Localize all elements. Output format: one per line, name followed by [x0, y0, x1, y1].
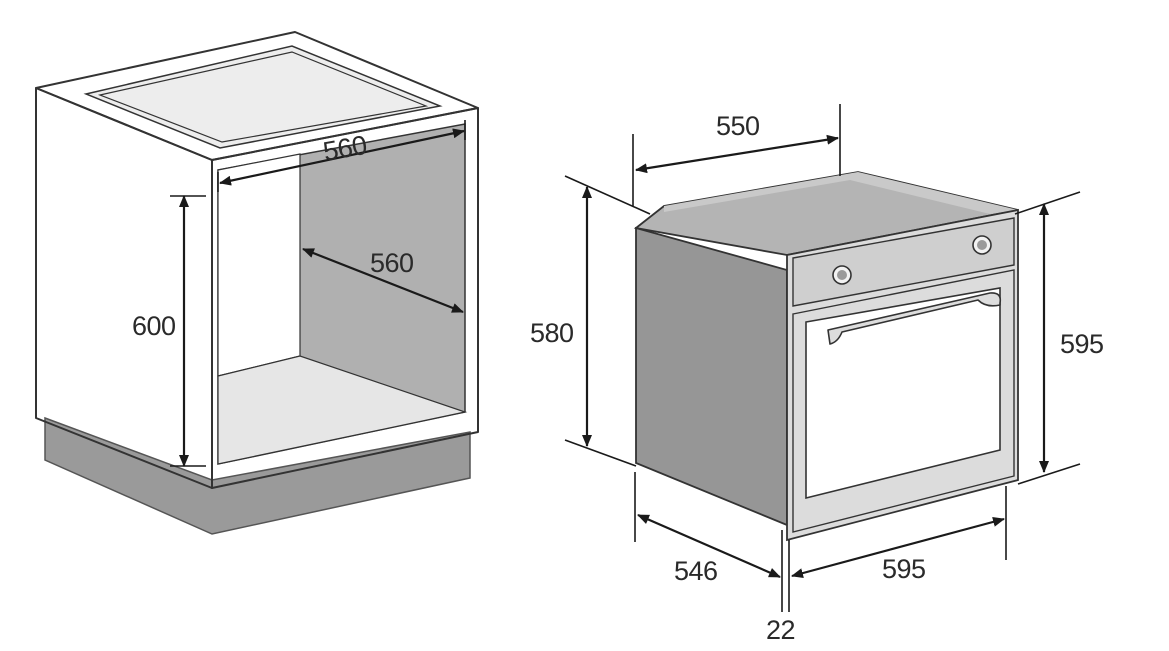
cabinet-depth-label: 560	[370, 248, 414, 278]
cabinet-width-label: 560	[321, 130, 369, 167]
oven-side-body	[635, 226, 788, 527]
oven-front-height-label: 595	[1060, 329, 1104, 359]
cabinet-top-cutout	[83, 45, 443, 149]
oven-front-width-label: 595	[882, 554, 926, 584]
oven-front-thickness-label: 22	[766, 615, 795, 645]
oven-height-label: 580	[530, 318, 574, 348]
oven-body-depth-label: 546	[674, 556, 718, 586]
oven-depth-label: 550	[716, 111, 760, 141]
cabinet-inner-left-wall	[217, 153, 301, 377]
cabinet-drawing: 560 560 600	[35, 31, 479, 535]
oven-door-handle	[827, 292, 1002, 345]
oven-door-window	[805, 287, 1001, 500]
oven-control-panel	[792, 217, 1015, 307]
cabinet-inner-floor	[217, 355, 468, 465]
cabinet-height-label: 600	[132, 311, 176, 341]
cabinet-left-panel	[35, 87, 213, 489]
oven-drawing: 550 580 595 546 595 22	[530, 104, 1104, 645]
cabinet-front-frame	[211, 107, 479, 489]
